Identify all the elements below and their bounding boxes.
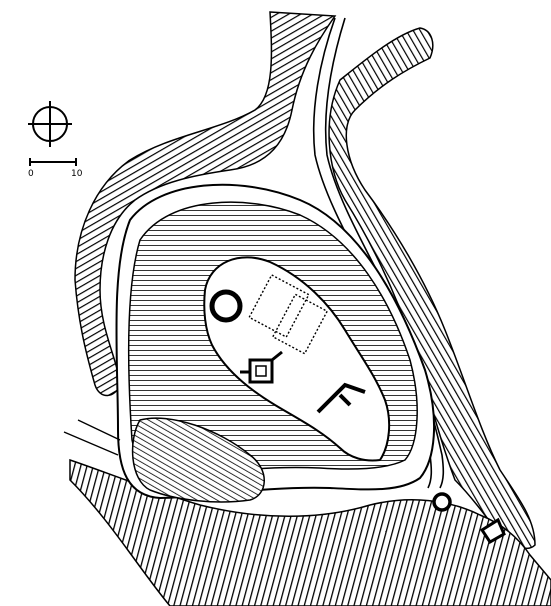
hall-building-north (248, 274, 310, 338)
small-round-tower (432, 492, 452, 512)
compass-crosshair-icon (28, 101, 72, 147)
scale-label-end: 10 (71, 169, 83, 179)
lower-bailey (131, 417, 265, 503)
round-keep (209, 289, 243, 323)
western-approach (63, 419, 121, 456)
outer-bank-south (69, 458, 551, 606)
court-wall-east (316, 382, 366, 414)
gate-tower (240, 350, 283, 384)
outer-bank-structure (479, 517, 506, 544)
scale-bar: 0 10 (28, 158, 83, 179)
castle-court (203, 256, 391, 462)
scale-label-start: 0 (28, 169, 34, 179)
hall-building-south (271, 293, 329, 355)
